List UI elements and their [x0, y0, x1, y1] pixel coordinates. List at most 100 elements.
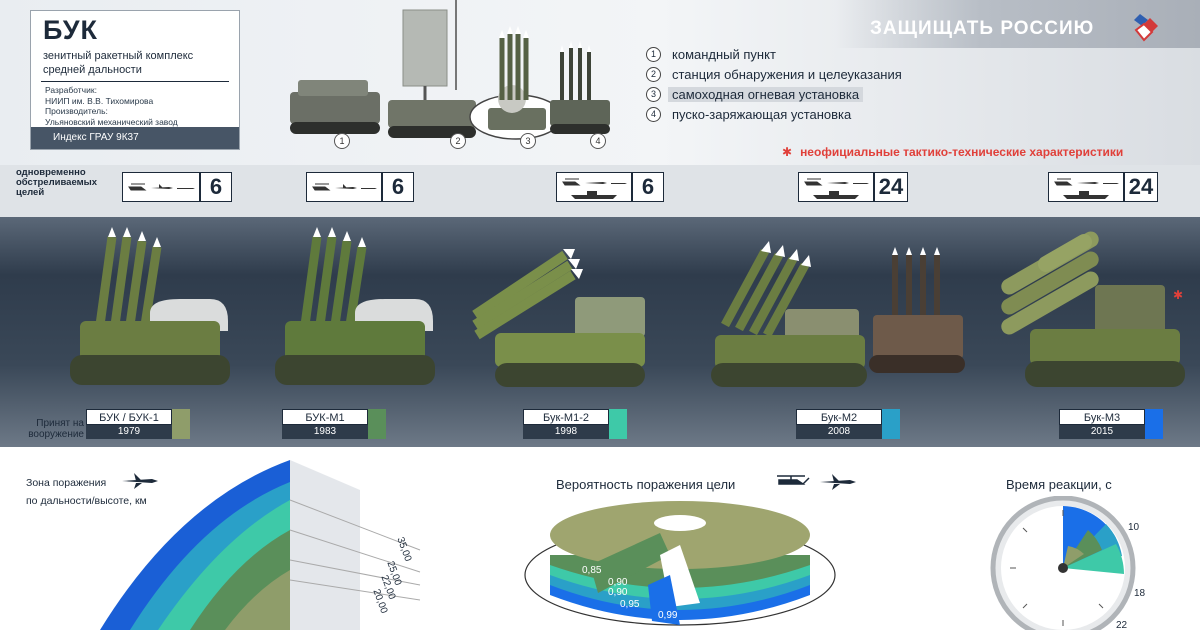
- model-label-buk-1: БУК / БУК-1 1979: [86, 409, 191, 439]
- developer-value: НИИП им. В.В. Тихомирова: [45, 95, 154, 106]
- missile-icon: [177, 188, 195, 189]
- reaction-caption: Время реакции, с: [1006, 477, 1112, 492]
- model-label-buk-m2: Бук-М2 2008: [796, 409, 901, 439]
- model-name: БУК / БУК-1: [86, 409, 172, 425]
- legend-label: станция обнаружения и целеуказания: [672, 66, 902, 82]
- container-launcher: [1001, 231, 1099, 335]
- zone-layer-olive: [225, 570, 290, 630]
- probability-caption: Вероятность поражения цели: [556, 477, 736, 492]
- probability-center-hole: [654, 515, 706, 531]
- radar-station-vehicle: [388, 0, 476, 138]
- legend-item-command-post: 1 командный пункт: [646, 44, 946, 64]
- gru-index-bar: Индекс ГРАУ 9К37: [31, 127, 239, 149]
- vehicle-tracks: [1025, 361, 1185, 387]
- probability-value: 0,95: [620, 599, 640, 610]
- loader-launcher-vehicle: [550, 41, 610, 134]
- title-details: Разработчик: НИИП им. В.В. Тихомирова Пр…: [45, 85, 235, 127]
- brand-name: ЗАЩИЩАТЬ РОССИЮ: [870, 18, 1095, 39]
- asterisk-icon: ✱: [782, 145, 793, 159]
- zone-guide: [289, 529, 421, 573]
- missile-icon: [853, 182, 869, 184]
- legend-item-loader: 4 пуско-заряжающая установка: [646, 104, 946, 124]
- targets-box-5: 24: [1048, 172, 1158, 202]
- missile-icon: [1103, 182, 1119, 184]
- zone-caption: Зона поражения по дальности/высоте, км: [26, 474, 196, 510]
- model-name: Бук-М1-2: [523, 409, 609, 425]
- zone-side-face: [290, 460, 360, 630]
- component-badge-1: 1: [334, 133, 350, 149]
- zone-guide: [289, 579, 421, 601]
- gauge-tick-label: 22: [1116, 620, 1128, 630]
- target-icons: [562, 178, 627, 185]
- fighter-jet-icon: [151, 184, 173, 189]
- gauge-sector-teal: [1063, 544, 1124, 574]
- model-label-buk-m3: Бук-М3 2015: [1059, 409, 1164, 439]
- title-divider: [41, 81, 229, 82]
- target-icons: [804, 178, 869, 185]
- vehicle-tracks: [70, 355, 230, 385]
- gauge-tick-label: 18: [1134, 588, 1146, 599]
- probability-value: 0,90: [608, 587, 628, 598]
- legend-number: 4: [646, 106, 661, 122]
- vehicle-hull: [285, 321, 425, 361]
- probability-value: 0,99: [658, 610, 678, 621]
- model-name: БУК-М1: [282, 409, 368, 425]
- component-badge-2: 2: [450, 133, 466, 149]
- probability-value: 0,90: [608, 577, 628, 588]
- loader-launcher: [869, 247, 965, 373]
- model-color-swatch: [609, 409, 627, 439]
- vehicle-hull: [80, 321, 220, 361]
- legend-item-launcher: 3 самоходная огневая установка: [646, 84, 946, 104]
- buk-m1-vehicle: [275, 227, 435, 385]
- legend-number: 3: [646, 86, 661, 102]
- probability-value: 0,85: [582, 565, 602, 576]
- target-icons: [1054, 178, 1119, 185]
- buk-1-vehicle: [70, 227, 230, 385]
- model-color-swatch: [882, 409, 900, 439]
- legend-item-radar: 2 станция обнаружения и целеуказания: [646, 64, 946, 84]
- manufacturer-label: Производитель:: [45, 106, 108, 116]
- targets-count: 6: [631, 173, 663, 201]
- model-name: Бук-М3: [1059, 409, 1145, 425]
- gauge-hub: [1058, 563, 1068, 573]
- missile-rack: [95, 227, 162, 326]
- legend-number: 2: [646, 66, 661, 82]
- legend-label: самоходная огневая установка: [668, 86, 864, 102]
- model-year: 1998: [523, 425, 609, 439]
- vehicle-tracks: [495, 363, 645, 387]
- probability-wedge-blue: [648, 575, 680, 625]
- model-year: 2015: [1059, 425, 1145, 439]
- model-year: 1983: [282, 425, 368, 439]
- model-name: Бук-М2: [796, 409, 882, 425]
- page-title: БУК: [43, 15, 99, 45]
- model-color-swatch: [1145, 409, 1163, 439]
- zone-guide: [289, 499, 421, 551]
- gauge-sector-olive: [1063, 546, 1084, 568]
- component-badge-3: 3: [520, 133, 536, 149]
- model-year: 1979: [86, 425, 172, 439]
- buk-m3-vehicle: ✱: [1001, 231, 1185, 387]
- targets-box-2: 6: [306, 172, 414, 202]
- helicopter-icon: [777, 475, 810, 485]
- model-year: 2008: [796, 425, 882, 439]
- targets-count: 24: [1123, 173, 1157, 201]
- page-subtitle: зенитный ракетный комплекс средней дальн…: [43, 50, 194, 76]
- missile-rack: [472, 249, 583, 340]
- targets-box-1: 6: [122, 172, 232, 202]
- zone-caption-line1: Зона поражения: [26, 477, 107, 489]
- gauge-tick-label: 10: [1128, 522, 1140, 533]
- fighter-jet-icon: [820, 474, 856, 490]
- launcher-vehicle: [469, 26, 563, 140]
- buk-m2-vehicles: [711, 241, 965, 387]
- helicopter-icon: [804, 178, 823, 185]
- missile-rack: [721, 241, 811, 338]
- fighter-jet-icon: [585, 181, 607, 184]
- zone-tick-label: 35,00: [394, 536, 413, 564]
- unofficial-note-text: неофициальные тактико-технические характ…: [800, 145, 1124, 159]
- zone-chart: 35,00 25,00 22,00 20,00: [100, 460, 421, 630]
- gauge-ticks: [1010, 510, 1104, 626]
- helicopter-icon: [312, 183, 331, 191]
- targets-count: 24: [873, 173, 907, 201]
- target-icons: [128, 183, 195, 191]
- legend-number: 1: [646, 46, 661, 62]
